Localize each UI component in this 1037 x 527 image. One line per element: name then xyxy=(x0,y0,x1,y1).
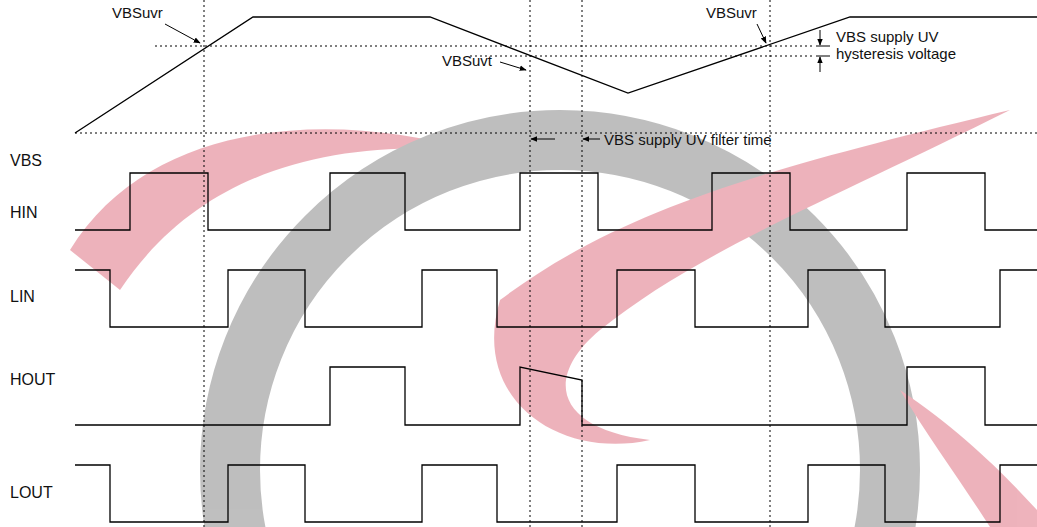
filter-time-label: VBS supply UV filter time xyxy=(604,131,772,148)
hin-waveform xyxy=(75,173,1037,230)
signal-waveforms xyxy=(75,173,1037,522)
threshold-label: VBSuvr xyxy=(112,4,163,21)
signal-name: LIN xyxy=(10,288,35,305)
threshold-label: VBSuvt xyxy=(442,52,492,69)
leader-arrows xyxy=(165,24,830,139)
threshold-label: VBSuvr xyxy=(706,4,757,21)
lout-waveform xyxy=(75,465,1037,522)
signal-name: VBS xyxy=(10,152,42,169)
guide-lines xyxy=(75,0,1037,527)
signal-name: LOUT xyxy=(10,484,53,501)
watermark-logo xyxy=(70,110,1037,527)
hout-waveform xyxy=(75,367,1037,425)
lin-waveform xyxy=(75,270,1037,327)
hysteresis-label: VBS supply UV hysteresis voltage xyxy=(836,28,976,62)
signal-name: HIN xyxy=(10,204,38,221)
signal-name: HOUT xyxy=(10,371,55,388)
vbs-waveform xyxy=(75,17,1037,133)
